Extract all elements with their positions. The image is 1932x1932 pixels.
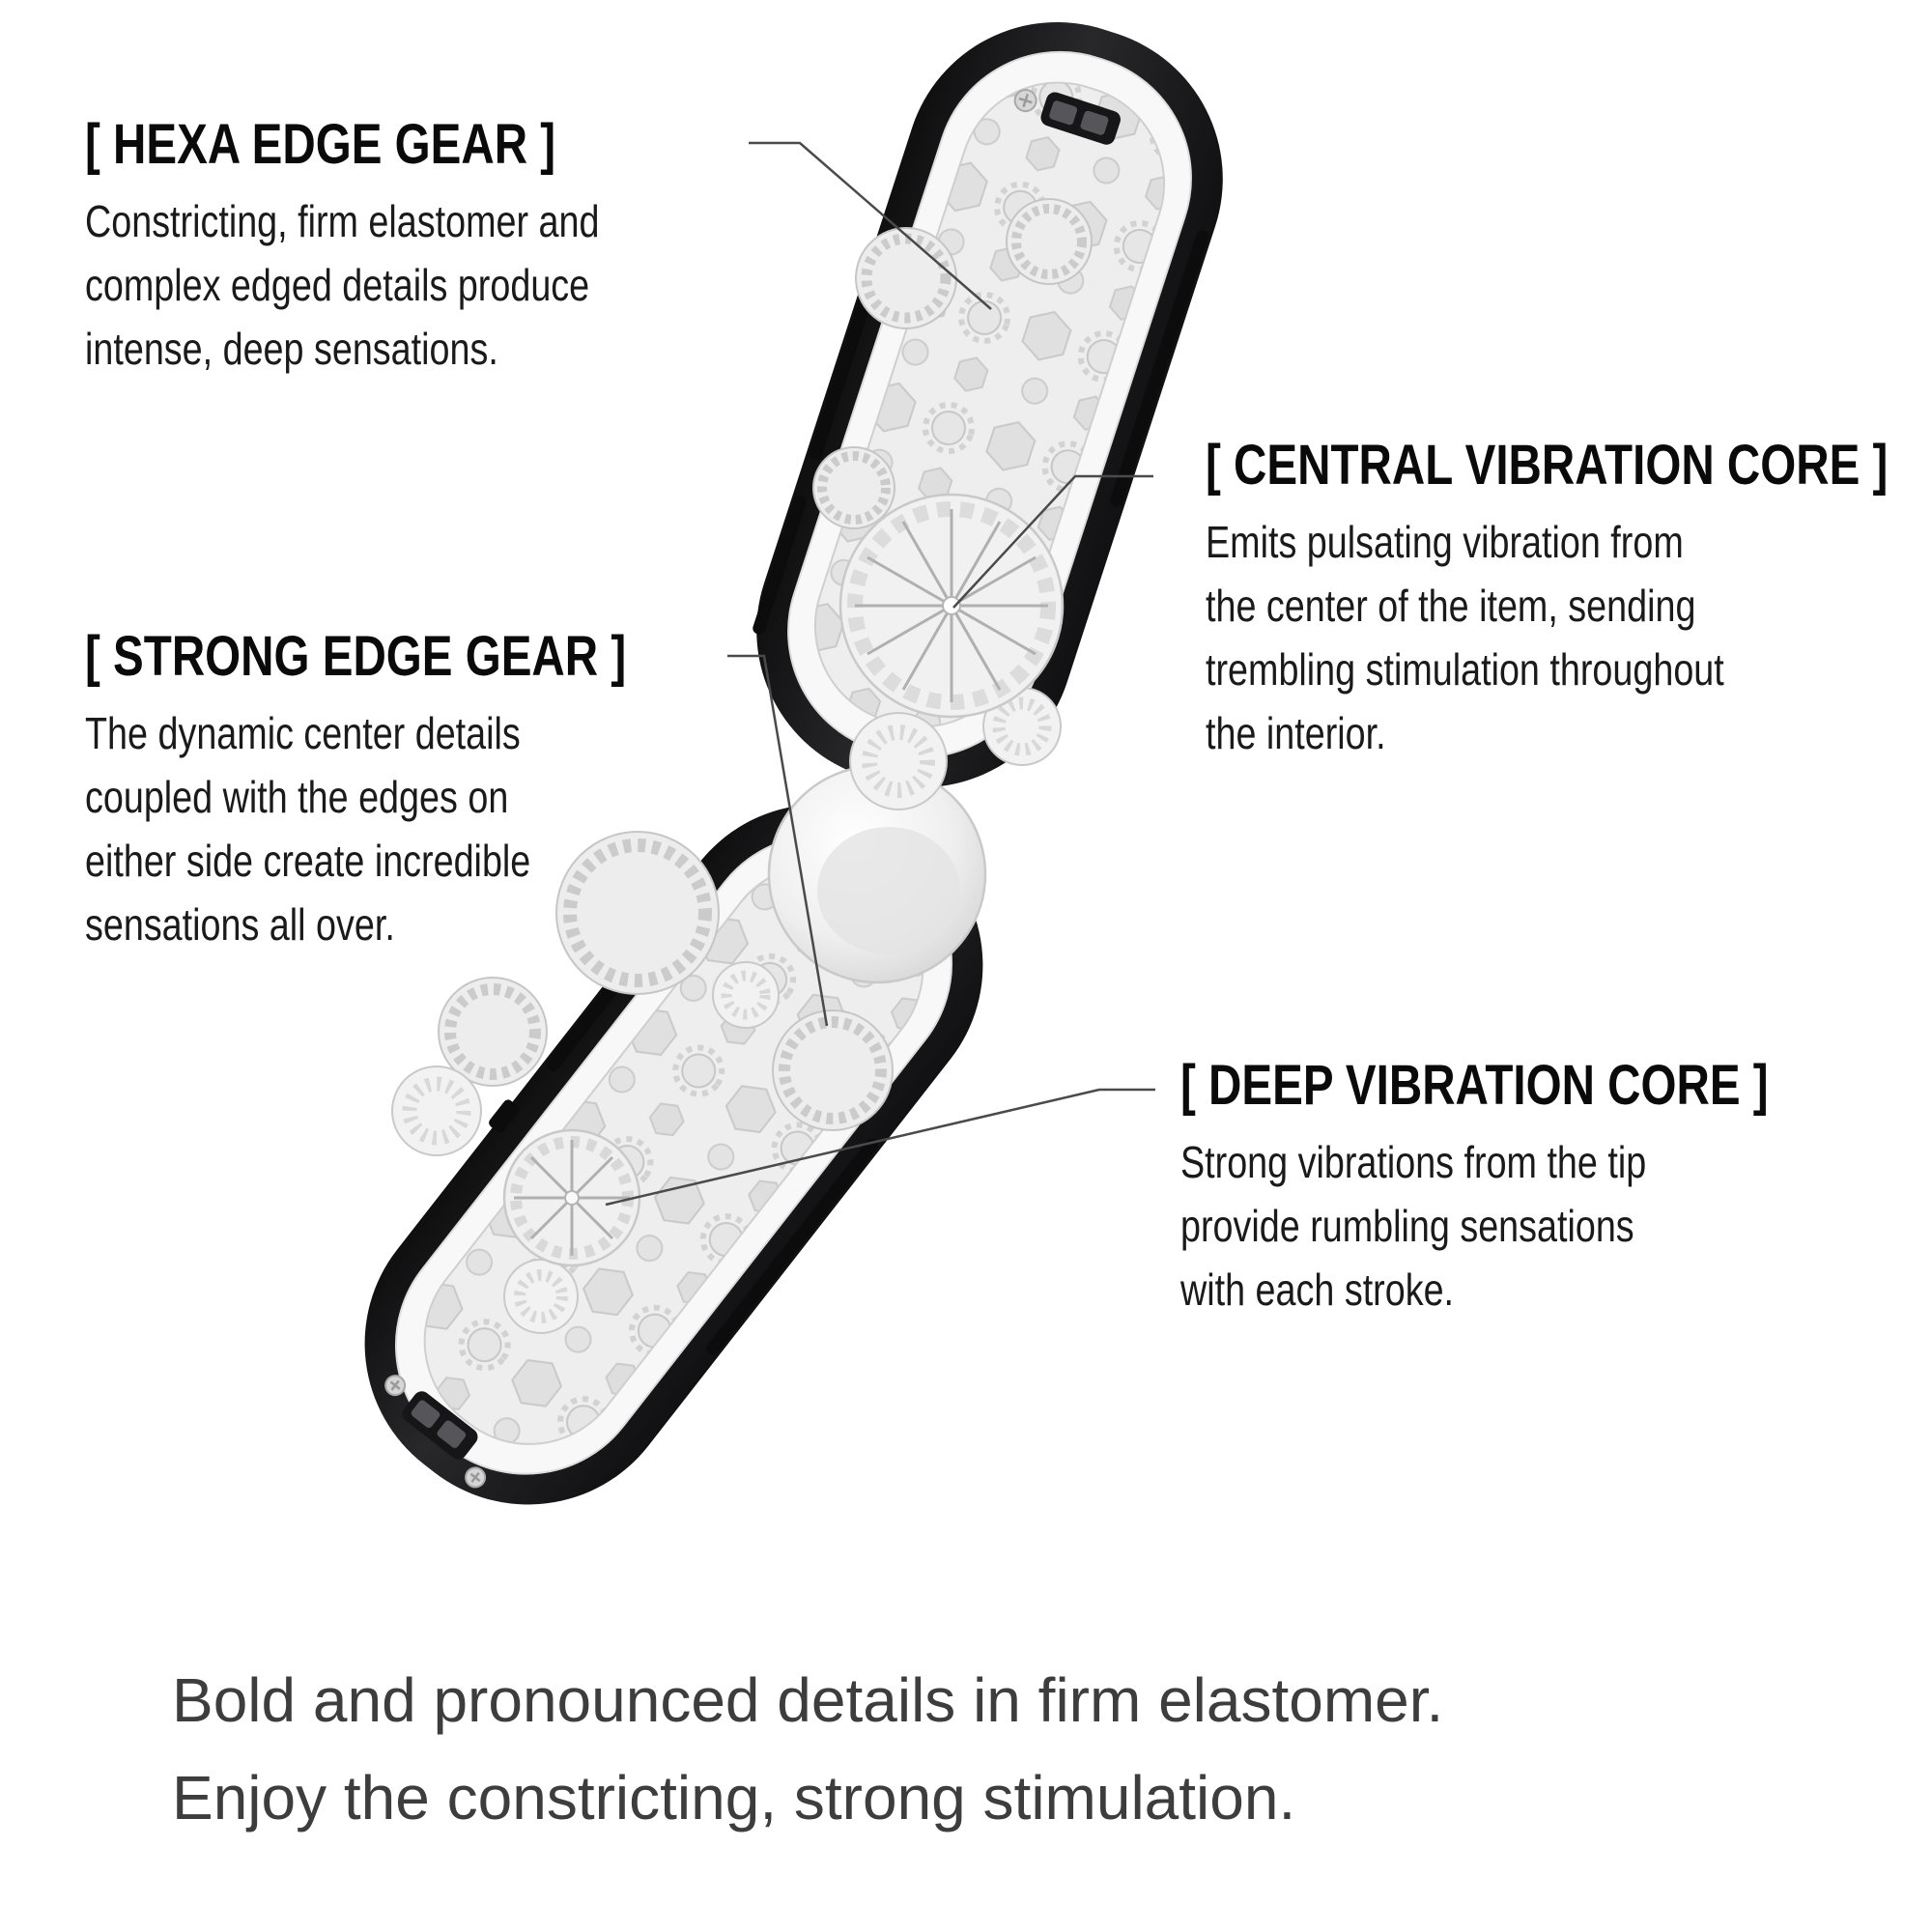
callout-deep-body: Strong vibrations from the tip provide r… bbox=[1180, 1130, 1769, 1321]
callout-strong-body: The dynamic center details coupled with … bbox=[85, 701, 626, 956]
callout-strong-line: sensations all over. bbox=[85, 899, 395, 950]
lower-screws bbox=[384, 1375, 487, 1489]
callout-central-body: Emits pulsating vibration from the cente… bbox=[1206, 510, 1888, 765]
deep-vibration-core-graphic bbox=[502, 1128, 641, 1267]
callout-hexa-title: [ HEXA EDGE GEAR ] bbox=[85, 113, 556, 176]
callout-strong-line: either side create incredible bbox=[85, 836, 531, 886]
gear-discs bbox=[438, 198, 1093, 1131]
swirl-orbs bbox=[391, 687, 1062, 1334]
callout-central-line: Emits pulsating vibration from bbox=[1206, 517, 1684, 567]
callout-deep-title: [ DEEP VIBRATION CORE ] bbox=[1180, 1054, 1769, 1117]
leader-line-strong-edge-gear bbox=[727, 654, 829, 1027]
leader-line-deep-vibration-core bbox=[605, 1088, 1155, 1207]
tagline-line-1: Bold and pronounced details in firm elas… bbox=[172, 1665, 1444, 1735]
upper-screw bbox=[1013, 89, 1037, 113]
callout-hexa-line: Constricting, firm elastomer and bbox=[85, 196, 600, 246]
callout-deep-line: with each stroke. bbox=[1180, 1264, 1455, 1315]
callout-strong-title: [ STRONG EDGE GEAR ] bbox=[85, 625, 627, 688]
callout-central-line: the center of the item, sending bbox=[1206, 581, 1696, 631]
callout-hexa-edge-gear: [ HEXA EDGE GEAR ] Constricting, firm el… bbox=[85, 114, 599, 381]
callout-strong-line: coupled with the edges on bbox=[85, 772, 509, 822]
callout-central-line: the interior. bbox=[1206, 708, 1386, 758]
hinge-bowl bbox=[767, 764, 987, 984]
callout-deep-line: Strong vibrations from the tip bbox=[1180, 1137, 1647, 1187]
callout-hexa-line: complex edged details produce bbox=[85, 260, 590, 310]
leader-line-hexa-edge-gear bbox=[749, 141, 992, 310]
lower-latch-clip bbox=[402, 1391, 478, 1460]
callout-central-vibration-core: [ CENTRAL VIBRATION CORE ] Emits pulsati… bbox=[1206, 435, 1888, 765]
callout-hexa-body: Constricting, firm elastomer and complex… bbox=[85, 189, 599, 381]
callout-central-line: trembling stimulation throughout bbox=[1206, 644, 1724, 695]
leader-line-central-vibration-core bbox=[952, 474, 1153, 609]
upper-latch-clip bbox=[1040, 92, 1121, 145]
callout-strong-line: The dynamic center details bbox=[85, 708, 521, 758]
callout-hexa-line: intense, deep sensations. bbox=[85, 324, 498, 374]
callout-deep-line: provide rumbling sensations bbox=[1180, 1201, 1634, 1251]
tagline-line-2: Enjoy the constricting, strong stimulati… bbox=[172, 1763, 1296, 1833]
central-vibration-core-graphic bbox=[838, 493, 1065, 719]
callout-deep-vibration-core: [ DEEP VIBRATION CORE ] Strong vibration… bbox=[1180, 1055, 1769, 1321]
callout-central-title: [ CENTRAL VIBRATION CORE ] bbox=[1206, 434, 1889, 497]
tagline: Bold and pronounced details in firm elas… bbox=[172, 1652, 1443, 1847]
callout-strong-edge-gear: [ STRONG EDGE GEAR ] The dynamic center … bbox=[85, 626, 626, 956]
